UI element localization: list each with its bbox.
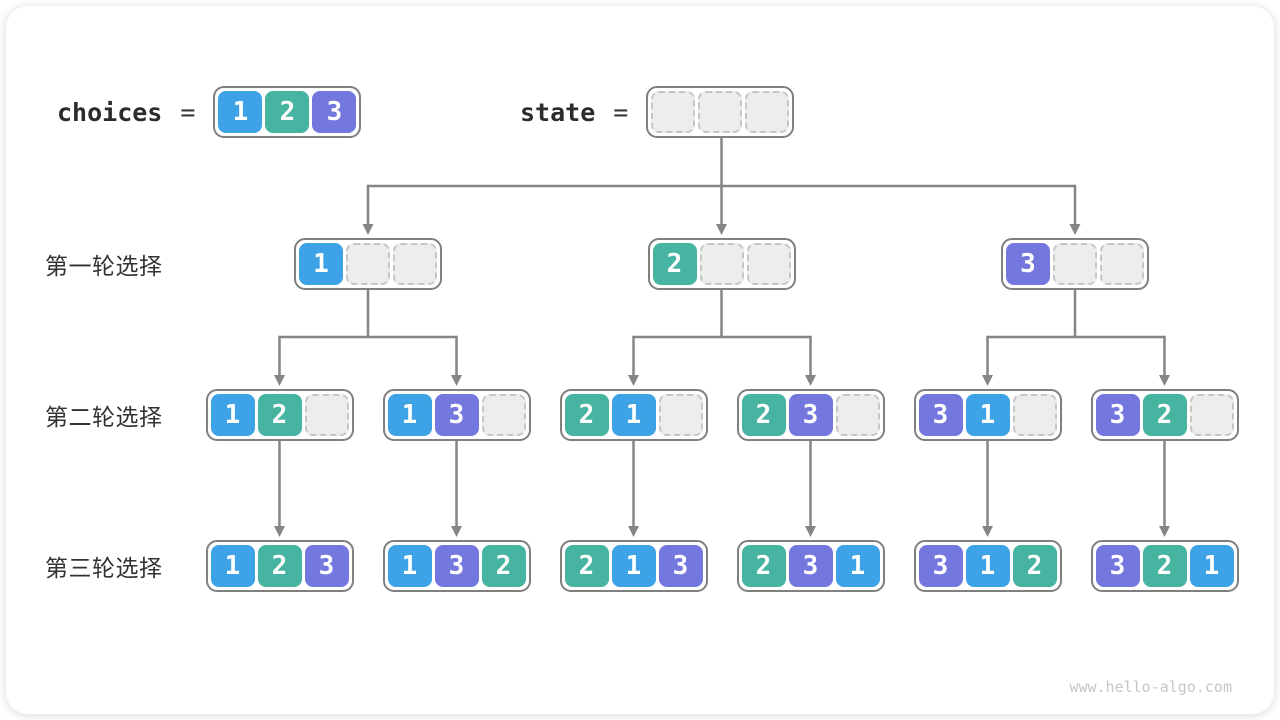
choice-cell-3: 3	[788, 394, 833, 436]
choice-cell-2: 2	[741, 394, 786, 436]
state-box-round1-3: 3	[1001, 238, 1149, 290]
choice-cell-1: 1	[387, 545, 432, 587]
empty-slot	[658, 394, 703, 436]
choice-cell-2: 2	[564, 545, 609, 587]
choice-cell-3: 3	[1006, 243, 1050, 285]
state-box-round1-1: 1	[294, 238, 442, 290]
watermark: www.hello-algo.com	[1069, 678, 1232, 696]
choice-cell-1: 1	[218, 91, 263, 133]
choice-cell-2: 2	[564, 394, 609, 436]
choices-equals-sign: =	[180, 97, 196, 127]
empty-slot	[481, 394, 526, 436]
empty-slot	[698, 91, 743, 133]
round-3-label: 第三轮选择	[45, 555, 163, 581]
empty-slot	[745, 91, 790, 133]
choice-cell-3: 3	[312, 91, 357, 133]
choice-cell-3: 3	[434, 394, 479, 436]
empty-slot	[1012, 394, 1057, 436]
state-label: state	[520, 97, 596, 127]
choice-cell-3: 3	[918, 545, 963, 587]
empty-slot	[651, 91, 696, 133]
state-box-round1-2: 2	[647, 238, 796, 290]
choice-cell-3: 3	[434, 545, 479, 587]
choice-cell-3: 3	[658, 545, 703, 587]
choice-cell-3: 3	[1095, 545, 1140, 587]
choice-cell-2: 2	[1142, 394, 1187, 436]
state-box	[646, 86, 795, 138]
choice-cell-1: 1	[965, 394, 1010, 436]
empty-slot	[1053, 243, 1097, 285]
empty-slot	[699, 243, 744, 285]
choice-cell-1: 1	[1189, 545, 1234, 587]
choice-cell-2: 2	[481, 545, 526, 587]
empty-slot	[1189, 394, 1234, 436]
choice-cell-2: 2	[257, 545, 302, 587]
choice-cell-3: 3	[788, 545, 833, 587]
empty-slot	[393, 243, 437, 285]
empty-slot	[304, 394, 349, 436]
choice-cell-1: 1	[210, 394, 255, 436]
choice-cell-1: 1	[210, 545, 255, 587]
choice-cell-3: 3	[1095, 394, 1140, 436]
choice-cell-3: 3	[918, 394, 963, 436]
empty-slot	[746, 243, 791, 285]
choice-cell-1: 1	[387, 394, 432, 436]
round-1-label: 第一轮选择	[45, 253, 163, 279]
choices-label: choices	[57, 97, 163, 127]
choice-cell-1: 1	[835, 545, 880, 587]
state-equals-sign: =	[613, 97, 629, 127]
choice-cell-2: 2	[1142, 545, 1187, 587]
choice-cell-1: 1	[611, 394, 656, 436]
choice-cell-1: 1	[299, 243, 343, 285]
empty-slot	[346, 243, 390, 285]
choice-cell-1: 1	[611, 545, 656, 587]
empty-slot	[835, 394, 880, 436]
round-2-label: 第二轮选择	[45, 404, 163, 430]
state-group: state =	[520, 86, 795, 138]
empty-slot	[1100, 243, 1144, 285]
choice-cell-1: 1	[965, 545, 1010, 587]
choice-cell-2: 2	[265, 91, 310, 133]
choice-cell-2: 2	[741, 545, 786, 587]
choice-cell-2: 2	[652, 243, 697, 285]
choice-cell-2: 2	[257, 394, 302, 436]
choice-cell-2: 2	[1012, 545, 1057, 587]
choice-cell-3: 3	[304, 545, 349, 587]
